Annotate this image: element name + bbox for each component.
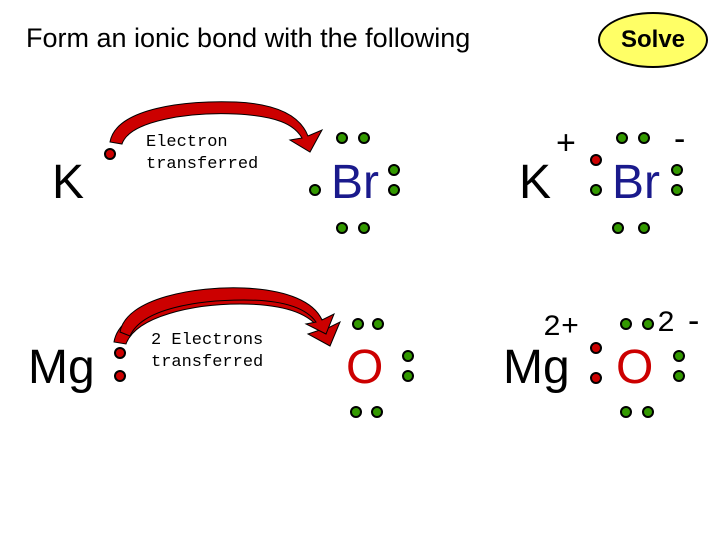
magnesium-symbol: Mg: [28, 341, 95, 394]
transfer-note-line1: Electron: [146, 133, 228, 152]
br-ion-electron: [612, 222, 624, 234]
oxygen-symbol: O: [346, 341, 384, 394]
solve-button[interactable]: Solve: [598, 12, 708, 68]
br-ion-electron: [671, 164, 683, 176]
mg-valence-electron: [114, 347, 126, 359]
br-electron: [388, 184, 400, 196]
transfer-note-line2: transferred: [151, 353, 264, 372]
br-electron: [309, 184, 321, 196]
o-electron: [402, 350, 414, 362]
br-ion-electron: [638, 222, 650, 234]
electron-transfer-arrow-icon: [109, 101, 324, 153]
magnesium-ion-symbol: Mg: [503, 341, 570, 394]
transferred-electron: [590, 342, 602, 354]
mg-ion-charge: 2+: [543, 311, 580, 345]
o-ion-charge-sign: -: [688, 302, 700, 340]
br-ion-electron: [671, 184, 683, 196]
o-ion-electron: [673, 350, 685, 362]
mg-valence-electron: [114, 370, 126, 382]
br-ion-electron: [638, 132, 650, 144]
o-electron: [402, 370, 414, 382]
bromine-symbol: Br: [331, 156, 379, 209]
br-ion-charge: -: [674, 120, 686, 158]
k-valence-electron: [104, 148, 116, 160]
o-ion-charge-digit: 2: [657, 307, 676, 341]
oxide-ion-symbol: O: [616, 341, 654, 394]
transferred-electron: [590, 154, 602, 166]
transferred-electron: [590, 372, 602, 384]
br-electron: [358, 222, 370, 234]
o-ion-electron: [620, 318, 632, 330]
electrons-transfer-arrow-icon: [113, 287, 341, 347]
o-ion-electron: [620, 406, 632, 418]
o-electron: [350, 406, 362, 418]
page-title: Form an ionic bond with the following: [26, 23, 471, 53]
br-electron: [336, 132, 348, 144]
o-electron: [371, 406, 383, 418]
o-electron: [372, 318, 384, 330]
k-ion-charge: +: [556, 124, 576, 162]
br-ion-electron: [590, 184, 602, 196]
bromide-ion-symbol: Br: [612, 156, 660, 209]
br-electron: [336, 222, 348, 234]
potassium-ion-symbol: K: [519, 156, 552, 209]
o-ion-electron: [642, 406, 654, 418]
br-electron: [388, 164, 400, 176]
potassium-symbol: K: [52, 156, 85, 209]
transfer-note-line2: transferred: [146, 155, 259, 174]
br-ion-electron: [616, 132, 628, 144]
o-electron: [352, 318, 364, 330]
o-ion-electron: [642, 318, 654, 330]
transfer-note-line1: 2 Electrons: [151, 331, 264, 350]
o-ion-electron: [673, 370, 685, 382]
br-electron: [358, 132, 370, 144]
